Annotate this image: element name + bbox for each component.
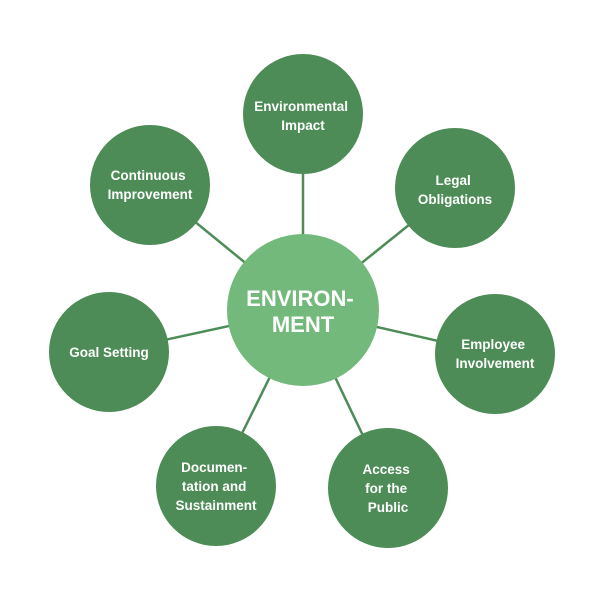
center-label: ENVIRON- MENT (246, 286, 360, 337)
node-label: Goal Setting (69, 345, 149, 360)
node-label: Environmental Impact (254, 99, 352, 133)
node-label-line: Sustainment (175, 498, 257, 513)
node-label-line: Involvement (456, 356, 535, 371)
node-label: Employee Involvement (456, 337, 535, 371)
node-label-line: Obligations (418, 192, 492, 207)
node-label: Documen- tation and Sustainment (175, 460, 257, 513)
node-goal-setting: Goal Setting (49, 292, 169, 412)
center-label-line: ENVIRON- (246, 286, 354, 311)
node-label-line: Continuous (111, 168, 186, 183)
node-label-line: Public (368, 500, 409, 515)
node-label-line: tation and (182, 479, 247, 494)
center-circle (227, 234, 379, 386)
node-circle (395, 128, 515, 248)
node-circle (243, 54, 363, 174)
node-continuous-improvement: Continuous Improvement (90, 125, 210, 245)
node-legal-obligations: Legal Obligations (395, 128, 515, 248)
node-label-line: for the (365, 481, 407, 496)
node-circle (328, 428, 448, 548)
node-label-line: Goal Setting (69, 345, 149, 360)
node-label-line: Improvement (108, 187, 193, 202)
node-circle (49, 292, 169, 412)
node-label-line: Documen- (181, 460, 247, 475)
center-node: ENVIRON- MENT (227, 234, 379, 386)
node-employee-involvement: Employee Involvement (435, 294, 555, 414)
node-circle (156, 426, 276, 546)
node-label-line: Employee (461, 337, 525, 352)
node-label-line: Access (362, 462, 409, 477)
node-label-line: Impact (281, 118, 325, 133)
node-circle (90, 125, 210, 245)
node-label-line: Environmental (254, 99, 348, 114)
node-label: Continuous Improvement (108, 168, 193, 202)
center-label-line: MENT (272, 312, 335, 337)
node-environmental-impact: Environmental Impact (243, 54, 363, 174)
node-label: Legal Obligations (418, 173, 492, 207)
node-documentation-and-sustainment: Documen- tation and Sustainment (156, 426, 276, 546)
node-label-line: Legal (435, 173, 470, 188)
node-label: Access for the Public (362, 462, 413, 515)
node-access-for-the-public: Access for the Public (328, 428, 448, 548)
node-circle (435, 294, 555, 414)
